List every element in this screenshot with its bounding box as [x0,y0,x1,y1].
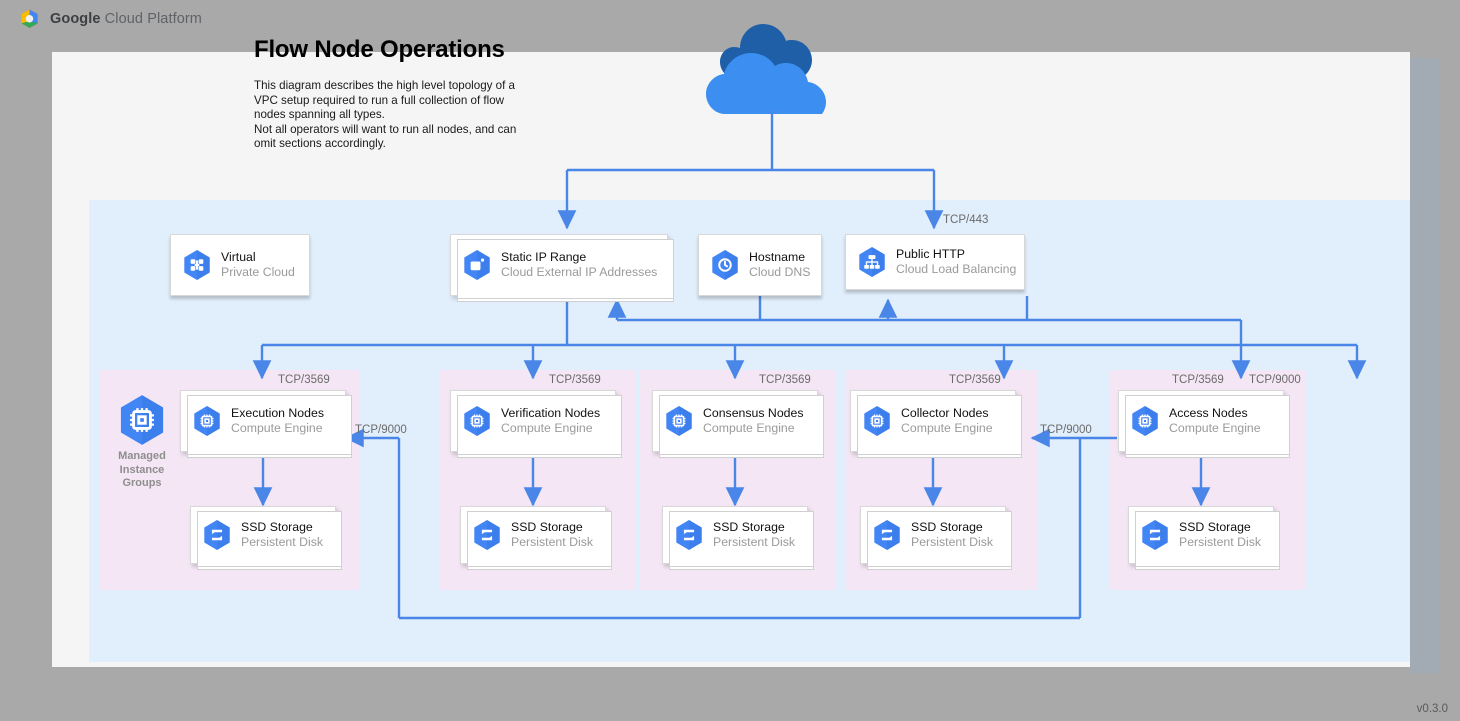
page-description: This diagram describes the high level to… [254,79,544,152]
card-subtitle: Compute Engine [231,421,323,435]
card-title: Collector Nodes [901,406,989,420]
card-title: Access Nodes [1169,406,1248,420]
card-collector-nodes[interactable]: Collector Nodes Compute Engine [850,390,1022,458]
compute-engine-icon [194,406,220,436]
compute-engine-icon [464,406,490,436]
card-title: Execution Nodes [231,406,324,420]
card-title: SSD Storage [911,520,983,534]
brand-bar: Google Cloud Platform [0,0,1460,38]
persistent-disk-icon [204,520,230,550]
port-label-tcp9000-execution: TCP/9000 [355,424,407,436]
description-line: Not all operators will want to run all n… [254,122,517,136]
page-title: Flow Node Operations [254,36,505,63]
card-ssd-storage-access[interactable]: SSD Storage Persistent Disk [1128,506,1280,570]
card-subtitle: Persistent Disk [1179,535,1262,549]
card-ssd-storage-collector[interactable]: SSD Storage Persistent Disk [860,506,1012,570]
managed-instance-groups-badge: Managed Instance Groups [112,395,172,491]
card-subtitle: Cloud DNS [749,265,811,279]
port-label-tcp9000-access: TCP/9000 [1249,374,1301,386]
card-ssd-storage-consensus[interactable]: SSD Storage Persistent Disk [662,506,814,570]
cloud-dns-icon [712,250,738,280]
managed-instance-groups-icon [120,395,164,445]
card-ssd-storage-execution[interactable]: SSD Storage Persistent Disk [190,506,342,570]
card-title: SSD Storage [511,520,583,534]
cloud-icon [706,24,826,114]
card-ssd-storage-verification[interactable]: SSD Storage Persistent Disk [460,506,612,570]
persistent-disk-icon [874,520,900,550]
card-subtitle: Cloud External IP Addresses [501,265,658,279]
port-label-tcp9000-collector: TCP/9000 [1040,424,1092,436]
description-line: This diagram describes the high level to… [254,79,516,92]
card-virtual-private-cloud[interactable]: Virtual Private Cloud [170,234,310,296]
caption-line: Groups [122,477,162,489]
caption-line: Managed [118,450,166,462]
brand-word-google: Google [50,11,101,27]
version-label: v0.3.0 [1416,703,1448,715]
compute-engine-icon [1132,406,1158,436]
card-consensus-nodes[interactable]: Consensus Nodes Compute Engine [652,390,824,458]
card-title: SSD Storage [1179,520,1251,534]
card-subtitle: Persistent Disk [511,535,594,549]
persistent-disk-icon [676,520,702,550]
cloud-load-balancing-icon [859,247,885,277]
page-drop-shadow [1410,58,1440,673]
card-access-nodes[interactable]: Access Nodes Compute Engine [1118,390,1290,458]
card-title: SSD Storage [241,520,313,534]
card-subtitle: Persistent Disk [911,535,994,549]
card-title: Hostname [749,250,806,264]
description-line: nodes spanning all types. [254,108,385,122]
port-label-tcp3569-verification: TCP/3569 [549,374,601,386]
port-label-tcp3569-consensus: TCP/3569 [759,374,811,386]
port-label-tcp443: TCP/443 [943,214,989,226]
compute-engine-icon [864,406,890,436]
card-subtitle: Private Cloud [221,265,295,279]
card-title: Static IP Range [501,250,587,264]
managed-instance-groups-caption: Managed Instance Groups [118,450,166,491]
card-public-http[interactable]: Public HTTP Cloud Load Balancing [845,234,1025,290]
port-label-tcp3569-access: TCP/3569 [1172,374,1224,386]
card-title: Consensus Nodes [703,406,804,420]
compute-engine-icon [666,406,692,436]
virtual-private-cloud-icon [184,250,210,280]
card-hostname[interactable]: Hostname Cloud DNS [698,234,822,296]
brand-word-rest: Cloud Platform [100,11,202,27]
card-title: Public HTTP [896,247,966,261]
card-subtitle: Persistent Disk [713,535,796,549]
port-label-tcp3569-execution: TCP/3569 [278,374,330,386]
card-title: Virtual [221,250,256,264]
card-subtitle: Compute Engine [501,421,593,435]
port-label-tcp3569-collector: TCP/3569 [949,374,1001,386]
description-line: VPC setup required to run a full collect… [254,93,505,107]
card-static-ip-range[interactable]: Static IP Range Cloud External IP Addres… [450,234,674,302]
card-subtitle: Compute Engine [901,421,993,435]
caption-line: Instance [119,463,165,476]
description-line: omit sections accordingly. [254,137,386,151]
card-execution-nodes[interactable]: Execution Nodes Compute Engine [180,390,352,458]
card-title: SSD Storage [713,520,785,534]
static-ip-range-icon [464,250,490,280]
google-cloud-hexagon-logo-icon [21,9,38,28]
card-subtitle: Persistent Disk [241,535,324,549]
card-subtitle: Compute Engine [1169,421,1261,435]
persistent-disk-icon [1142,520,1168,550]
card-subtitle: Cloud Load Balancing [896,262,1017,276]
card-title: Verification Nodes [501,406,601,420]
persistent-disk-icon [474,520,500,550]
brand-title: Google Cloud Platform [50,11,202,27]
card-subtitle: Compute Engine [703,421,795,435]
card-verification-nodes[interactable]: Verification Nodes Compute Engine [450,390,622,458]
